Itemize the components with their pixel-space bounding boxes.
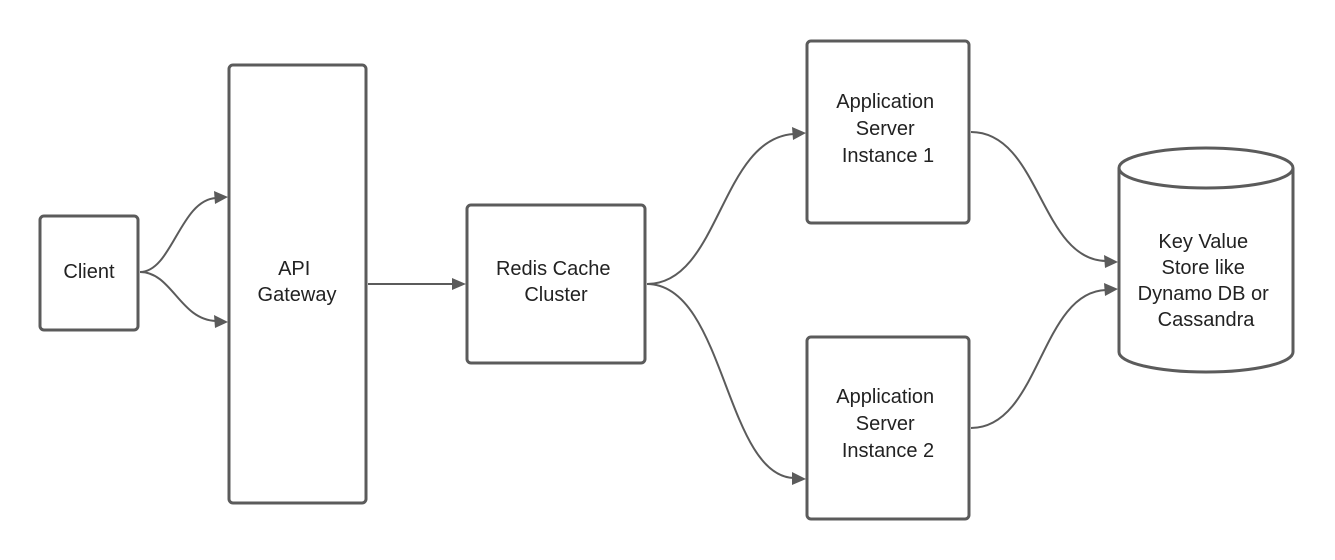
store-cylinder-rim <box>1117 167 1295 190</box>
app2-label-line-2: Server <box>856 413 915 435</box>
app2-label-line-1: Application <box>836 386 934 408</box>
svg-text:API Gateway: API Gateway <box>258 258 337 306</box>
app-server-2-node: Application Server Instance 2 <box>805 335 971 521</box>
redis-label-line-1: Redis Cache <box>496 258 611 280</box>
arrowhead-redis-app1 <box>792 127 806 140</box>
app2-label-line-3: Instance 2 <box>842 440 934 462</box>
svg-text:Application Server: Application Server Instance 1 <box>836 91 939 167</box>
store-label-line-3: Dynamo DB or <box>1138 283 1269 305</box>
app1-label-line-3: Instance 1 <box>842 145 934 167</box>
svg-text:Application Server: Application Server Instance 2 <box>836 386 939 462</box>
edge-redis-to-app1 <box>646 133 795 285</box>
key-value-store-node: Key Value Store like Dynamo DB or Cassan… <box>1117 146 1295 374</box>
store-label-line-4: Cassandra <box>1158 309 1256 331</box>
arrowhead-redis-app2 <box>792 472 806 485</box>
redis-cache-node: Redis Cache Cluster <box>465 203 647 365</box>
app1-label-line-1: Application <box>836 91 934 113</box>
arrowhead-gateway-redis <box>452 278 466 290</box>
redis-label-line-2: Cluster <box>524 284 588 306</box>
client-node: Client <box>38 214 140 332</box>
api-gateway-node: API Gateway <box>227 63 368 505</box>
arrowhead-app1-store <box>1104 255 1118 268</box>
arrowhead-client-gateway-lower <box>214 315 228 328</box>
edge-client-to-gateway-upper <box>139 197 217 273</box>
store-cylinder-body <box>1117 146 1295 374</box>
app1-label-line-2: Server <box>856 118 915 140</box>
edges <box>139 127 1118 485</box>
app-server-1-node: Application Server Instance 1 <box>805 39 971 225</box>
arrowhead-app2-store <box>1104 283 1118 296</box>
store-label-line-2: Store like <box>1162 257 1245 279</box>
svg-text:Key Value Store like: Key Value Store like Dynamo DB or Cassan… <box>1138 231 1275 331</box>
store-label-line-1: Key Value <box>1158 231 1248 253</box>
edge-app1-to-store <box>970 131 1107 262</box>
svg-text:Redis Cache Cluster: Redis Cache Cluster <box>496 258 616 306</box>
edge-client-to-gateway-lower <box>139 271 217 322</box>
svg-text:Client: Client <box>63 261 115 283</box>
arrowhead-client-gateway-upper <box>214 191 228 204</box>
client-label-line-1: Client <box>63 261 115 283</box>
edge-redis-to-app2 <box>646 283 795 479</box>
edge-app2-to-store <box>970 289 1107 429</box>
gateway-label-line-1: API <box>278 258 310 280</box>
gateway-label-line-2: Gateway <box>258 284 337 306</box>
